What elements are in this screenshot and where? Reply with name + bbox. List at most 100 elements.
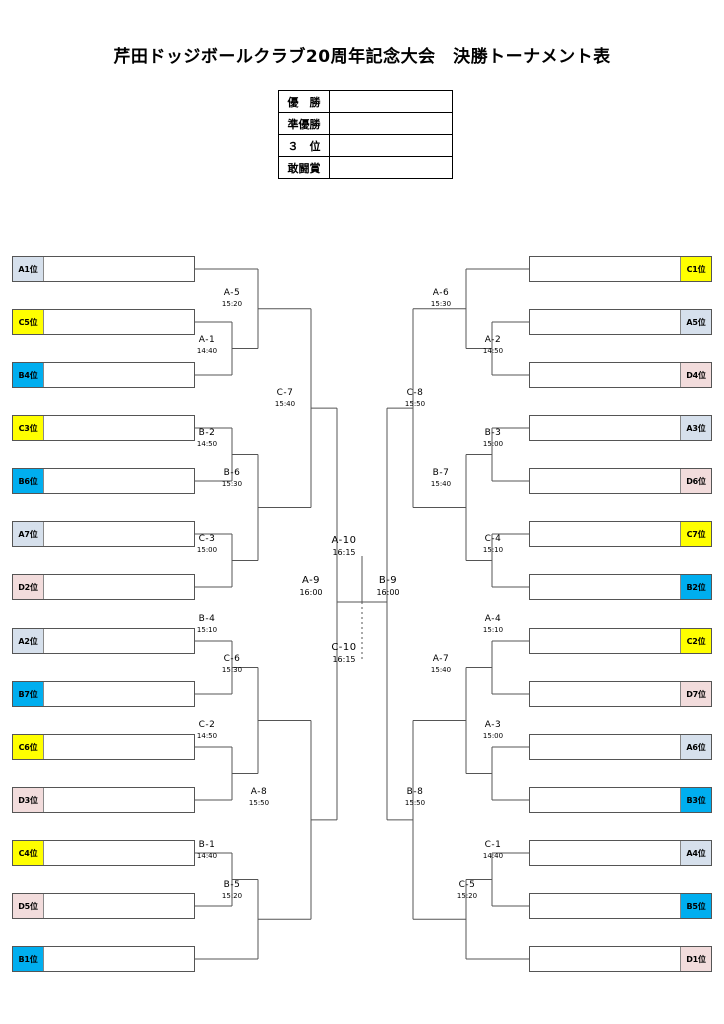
match-time: 15:00: [196, 546, 218, 554]
team-slot[interactable]: D4位: [529, 362, 712, 388]
match-code: C-10: [331, 642, 357, 653]
team-slot[interactable]: A7位: [12, 521, 195, 547]
match-time: 14:40: [196, 852, 218, 860]
team-name-field[interactable]: [44, 469, 194, 493]
results-row-label: 敢闘賞: [278, 156, 330, 179]
team-seed-tag: A7位: [13, 522, 44, 546]
team-name-field[interactable]: [44, 629, 194, 653]
team-slot[interactable]: C6位: [12, 734, 195, 760]
page-title: 芹田ドッジボールクラブ20周年記念大会 決勝トーナメント表: [113, 47, 611, 67]
team-slot[interactable]: A5位: [529, 309, 712, 335]
team-name-field[interactable]: [44, 788, 194, 812]
match-time: 16:00: [299, 588, 323, 597]
team-name-field[interactable]: [530, 735, 680, 759]
team-seed-tag: A5位: [680, 310, 711, 334]
team-seed-tag: B6位: [13, 469, 44, 493]
team-slot[interactable]: B6位: [12, 468, 195, 494]
team-slot[interactable]: A3位: [529, 415, 712, 441]
team-slot[interactable]: C5位: [12, 309, 195, 335]
team-name-field[interactable]: [530, 310, 680, 334]
team-slot[interactable]: B1位: [12, 946, 195, 972]
team-slot[interactable]: B5位: [529, 893, 712, 919]
team-name-field[interactable]: [530, 469, 680, 493]
team-name-field[interactable]: [530, 682, 680, 706]
team-name-field[interactable]: [530, 629, 680, 653]
team-slot[interactable]: A1位: [12, 256, 195, 282]
match-time: 15:30: [221, 666, 243, 674]
team-slot[interactable]: B2位: [529, 574, 712, 600]
team-slot[interactable]: D3位: [12, 787, 195, 813]
team-name-field[interactable]: [530, 522, 680, 546]
team-name-field[interactable]: [530, 894, 680, 918]
team-slot[interactable]: A6位: [529, 734, 712, 760]
match-time: 16:15: [332, 655, 356, 664]
match-time: 15:40: [274, 400, 296, 408]
team-name-field[interactable]: [44, 735, 194, 759]
team-slot[interactable]: C3位: [12, 415, 195, 441]
match-code: A-5: [223, 288, 241, 298]
team-seed-tag: C4位: [13, 841, 44, 865]
team-name-field[interactable]: [44, 947, 194, 971]
match-code: B-4: [198, 614, 216, 624]
team-slot[interactable]: B4位: [12, 362, 195, 388]
team-name-field[interactable]: [44, 522, 194, 546]
team-name-field[interactable]: [44, 416, 194, 440]
team-name-field[interactable]: [530, 575, 680, 599]
team-name-field[interactable]: [530, 363, 680, 387]
match-time: 15:40: [430, 666, 452, 674]
team-slot[interactable]: A4位: [529, 840, 712, 866]
team-name-field[interactable]: [530, 841, 680, 865]
team-slot[interactable]: D1位: [529, 946, 712, 972]
team-name-field[interactable]: [530, 257, 680, 281]
team-slot[interactable]: B7位: [12, 681, 195, 707]
team-seed-tag: A4位: [680, 841, 711, 865]
team-seed-tag: D4位: [680, 363, 711, 387]
match-code: B-6: [223, 468, 241, 478]
match-code: C-3: [198, 534, 216, 544]
match-code: B-7: [432, 468, 450, 478]
team-seed-tag: A3位: [680, 416, 711, 440]
team-slot[interactable]: D7位: [529, 681, 712, 707]
team-slot[interactable]: C7位: [529, 521, 712, 547]
team-name-field[interactable]: [44, 682, 194, 706]
team-slot[interactable]: C2位: [529, 628, 712, 654]
match-code: A-10: [331, 535, 357, 546]
team-slot[interactable]: D6位: [529, 468, 712, 494]
team-slot[interactable]: C4位: [12, 840, 195, 866]
match-time: 16:15: [332, 548, 356, 557]
match-time: 15:10: [482, 546, 504, 554]
team-name-field[interactable]: [530, 788, 680, 812]
team-slot[interactable]: B3位: [529, 787, 712, 813]
match-code: A-8: [250, 787, 268, 797]
team-slot[interactable]: A2位: [12, 628, 195, 654]
team-name-field[interactable]: [44, 363, 194, 387]
match-time: 15:30: [430, 300, 452, 308]
team-seed-tag: C2位: [680, 629, 711, 653]
team-name-field[interactable]: [44, 841, 194, 865]
team-slot[interactable]: C1位: [529, 256, 712, 282]
team-name-field[interactable]: [44, 310, 194, 334]
team-name-field[interactable]: [530, 947, 680, 971]
team-seed-tag: B5位: [680, 894, 711, 918]
team-name-field[interactable]: [44, 894, 194, 918]
team-slot[interactable]: D2位: [12, 574, 195, 600]
team-name-field[interactable]: [44, 575, 194, 599]
team-slot[interactable]: D5位: [12, 893, 195, 919]
team-seed-tag: C3位: [13, 416, 44, 440]
team-seed-tag: A2位: [13, 629, 44, 653]
match-code: C-2: [198, 720, 216, 730]
match-time: 16:00: [376, 588, 400, 597]
match-code: C-6: [223, 654, 241, 664]
team-name-field[interactable]: [44, 257, 194, 281]
team-name-field[interactable]: [530, 416, 680, 440]
match-time: 14:50: [196, 440, 218, 448]
results-row-value[interactable]: [329, 156, 453, 179]
